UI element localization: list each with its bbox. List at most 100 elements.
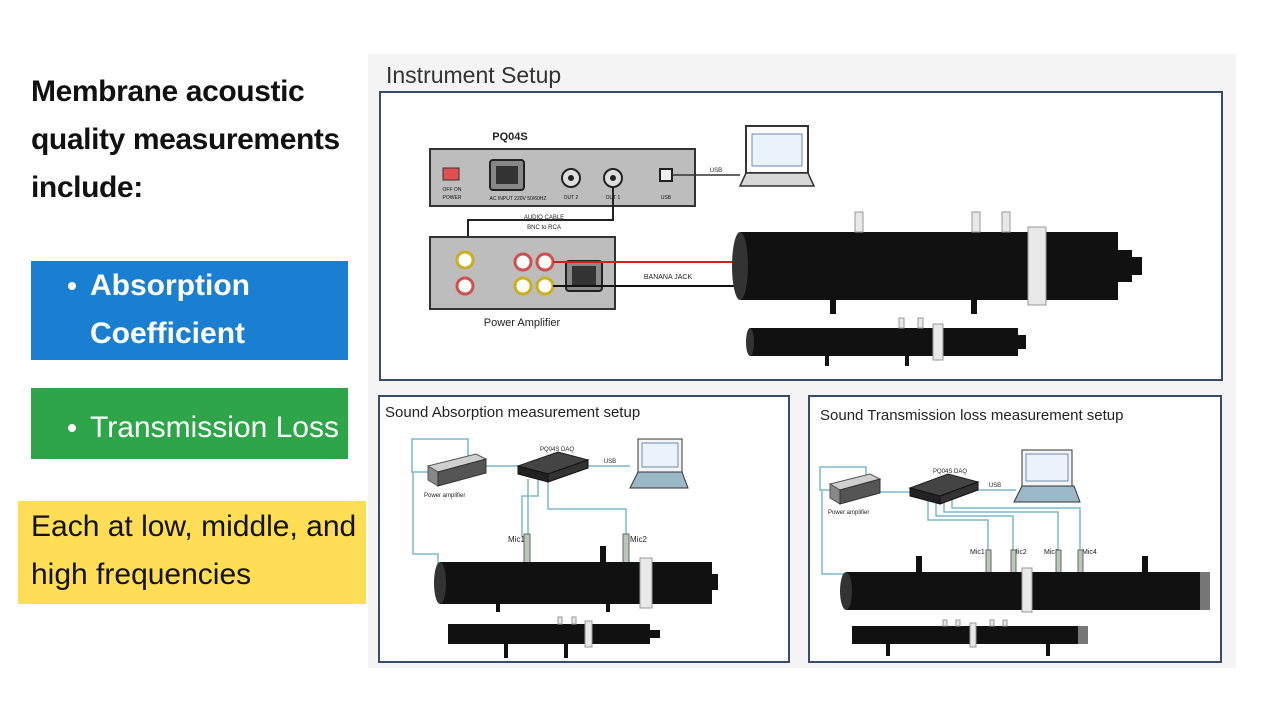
usb-cable-label: USB (710, 168, 722, 174)
bullet-dot (68, 424, 76, 432)
laptop-keyboard (738, 172, 816, 187)
cable (819, 466, 867, 491)
tube-leg (830, 300, 836, 314)
daq-side (939, 481, 979, 505)
small-sample-holder (584, 620, 593, 648)
tube-end (732, 232, 748, 300)
slide-headline: Membrane acoustic quality measurements i… (31, 75, 340, 204)
daq-label: PQ04S DAQ (540, 447, 574, 453)
ac-inlet-socket (496, 166, 518, 184)
audio-cable-label: AUDIO CABLE (524, 215, 564, 221)
mic2-label: Mic2 (1012, 549, 1027, 556)
microphone-port (971, 211, 981, 233)
microphone-port (898, 317, 905, 329)
power-amplifier-front (839, 478, 881, 505)
port-cap (916, 556, 922, 572)
laptop-screen (751, 133, 803, 167)
ac-input-label: AC INPUT 220V 50/60HZ (490, 196, 547, 202)
absorption-coefficient-box: Absorption Coefficient (31, 261, 348, 360)
bnc-label: BNC to RCA (527, 225, 561, 231)
small-tube-termination (1078, 626, 1088, 644)
cable (951, 500, 1081, 550)
microphone-port (942, 619, 948, 627)
small-tube (750, 328, 1018, 356)
tube-leg (971, 300, 977, 314)
port-cap (1142, 556, 1148, 572)
cable (927, 500, 989, 550)
amp-input-connector (455, 250, 475, 270)
large-tube (440, 562, 712, 604)
mic4 (1077, 549, 1084, 575)
mic1 (985, 549, 992, 575)
tube-leg (606, 604, 610, 612)
amp-ac-socket (572, 266, 596, 286)
amp-input-connector (455, 276, 475, 296)
small-sample-holder (932, 323, 944, 361)
banana-jack-label: BANANA JACK (644, 274, 693, 281)
speaker-terminal (535, 252, 555, 272)
absorption-setup-title: Sound Absorption measurement setup (385, 404, 640, 421)
speaker-terminal (513, 252, 533, 272)
switch-label: OFF ON (443, 187, 462, 193)
tube-leg (905, 356, 909, 366)
microphone-port (557, 616, 563, 625)
tube-leg (564, 644, 568, 658)
absorption-coefficient-label: Absorption Coefficient (90, 269, 250, 350)
microphone-port (989, 619, 995, 627)
usb-label: USB (989, 483, 1001, 489)
power-switch-icon (442, 167, 460, 181)
mic3-label: Mic3 (1044, 549, 1059, 556)
bullet-dot (68, 282, 76, 290)
laptop-keyboard (1013, 485, 1081, 503)
tube-end (840, 572, 852, 610)
microphone-port (1001, 211, 1011, 233)
daq-label: PQ04S DAQ (933, 469, 967, 475)
frequency-note-box: Each at low, middle, and high frequencie… (18, 501, 366, 604)
mic3 (1055, 549, 1062, 575)
small-tube (448, 624, 650, 644)
power-amplifier-label: Power amplifier (424, 493, 465, 499)
tube-leg (504, 644, 508, 658)
small-tube-cap (650, 630, 660, 638)
figure-title: Instrument Setup (386, 62, 561, 88)
usb-port-icon (659, 168, 673, 182)
laptop-screen (1025, 453, 1069, 482)
microphone-port (571, 616, 577, 625)
tube-leg (886, 644, 890, 656)
instrument-setup-figure: Instrument Setup PQ04S OFF ON POWER AC I… (368, 54, 1236, 668)
transmission-setup-title: Sound Transmission loss measurement setu… (820, 407, 1123, 424)
frequency-note: Each at low, middle, and high frequencie… (31, 510, 357, 591)
power-label: POWER (443, 195, 462, 201)
power-amplifier-front (437, 458, 487, 487)
out2-pin (568, 175, 574, 181)
out2-label: OUT 2 (564, 195, 579, 201)
mic1-label: Mic1 (508, 535, 525, 544)
usb-label: USB (604, 459, 616, 465)
tube-end (434, 562, 446, 604)
small-tube-end (746, 328, 754, 356)
absorption-setup-panel (378, 395, 790, 663)
speaker-terminal (513, 276, 533, 296)
tube-termination (1200, 572, 1210, 610)
microphone-port (854, 211, 864, 233)
mic2 (622, 533, 630, 565)
transmission-loss-label: Transmission Loss (90, 411, 339, 444)
sample-holder (1027, 226, 1047, 306)
mic2 (1010, 549, 1017, 575)
cable (521, 479, 539, 536)
usb-port-label: USB (661, 195, 672, 201)
laptop-screen (641, 442, 679, 468)
tube-plug (1132, 257, 1142, 275)
cable (943, 500, 1059, 550)
tube-cap (1118, 250, 1132, 282)
device-name: PQ04S (492, 131, 527, 143)
sample-holder (1021, 567, 1033, 613)
small-tube-cap (1018, 335, 1026, 349)
tube-cap (712, 574, 718, 590)
microphone-port (1002, 619, 1008, 627)
cable (935, 500, 1014, 550)
cable (411, 438, 469, 473)
tube-leg (1046, 644, 1050, 656)
small-sample-holder (969, 622, 977, 648)
mic1 (523, 533, 531, 565)
